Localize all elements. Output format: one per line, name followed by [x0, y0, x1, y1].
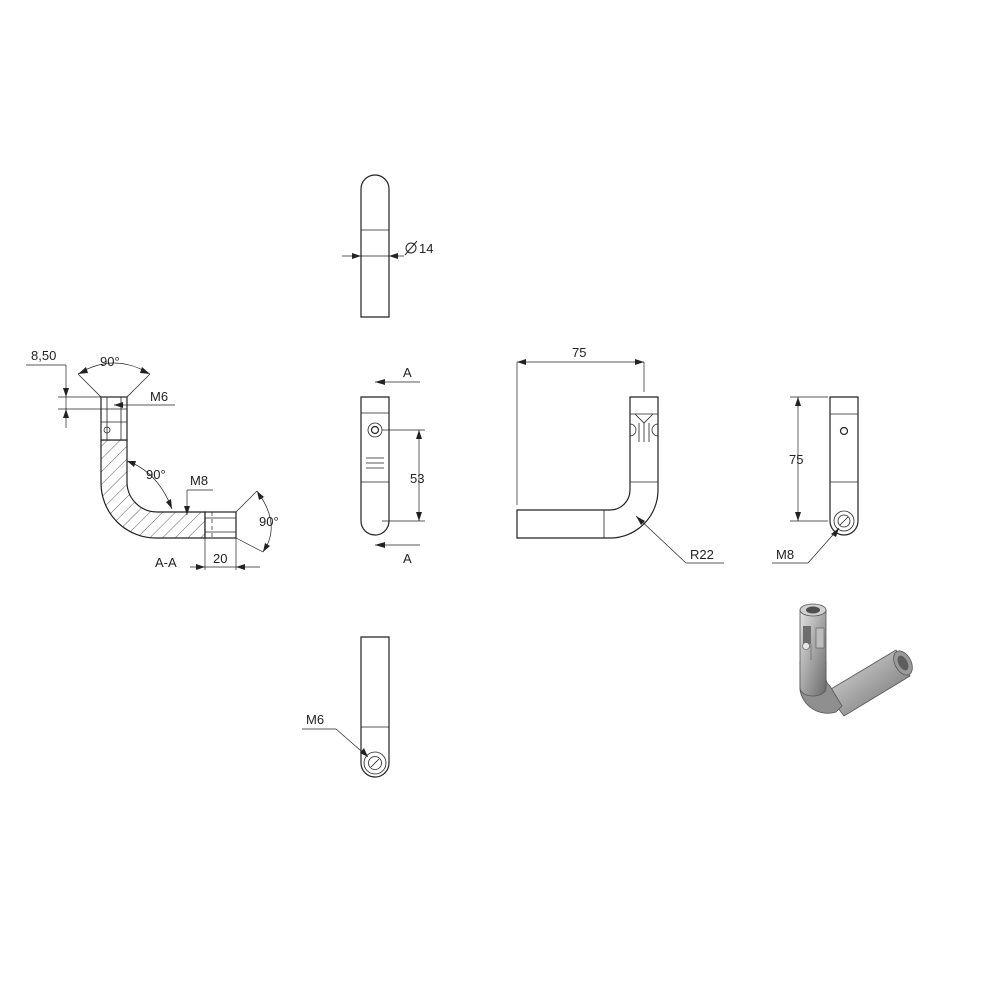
right-view: 75 M8	[772, 396, 859, 564]
bottom-thread-label: M6	[306, 712, 324, 727]
cut-marker-bottom-label: A	[403, 551, 412, 566]
cut-marker-top-label: A	[403, 365, 412, 380]
front-view-tube	[360, 396, 390, 536]
section-end-angle-label: 90°	[259, 514, 279, 529]
side-width-label: 75	[572, 345, 586, 360]
front-hole-spacing-label: 53	[410, 471, 424, 486]
isometric-view	[799, 603, 913, 717]
section-end-depth-label: 20	[213, 551, 227, 566]
section-thread-end-label: M8	[190, 473, 208, 488]
side-view: 75 R22	[516, 345, 724, 564]
top-view-tube	[360, 174, 390, 318]
section-chamfer-angle-label: 90°	[100, 354, 120, 369]
bottom-view-tube	[360, 636, 390, 778]
bottom-view: M6	[302, 636, 390, 778]
front-view: A A 53	[360, 365, 425, 566]
right-view-tube	[829, 396, 859, 536]
top-diameter-label: 14	[419, 241, 433, 256]
side-radius-label: R22	[690, 547, 714, 562]
diameter-icon	[404, 240, 418, 256]
section-bend-angle-label: 90°	[146, 467, 166, 482]
right-height-label: 75	[789, 452, 803, 467]
section-view: 8,50 90° M6 90° M8 90° 20	[26, 348, 279, 570]
section-chamfer-depth-label: 8,50	[31, 348, 56, 363]
section-thread-top-label: M6	[150, 389, 168, 404]
section-hatched-body	[100, 439, 206, 539]
section-name-label: A-A	[155, 555, 177, 570]
top-view: 14	[342, 174, 433, 318]
right-thread-label: M8	[776, 547, 794, 562]
